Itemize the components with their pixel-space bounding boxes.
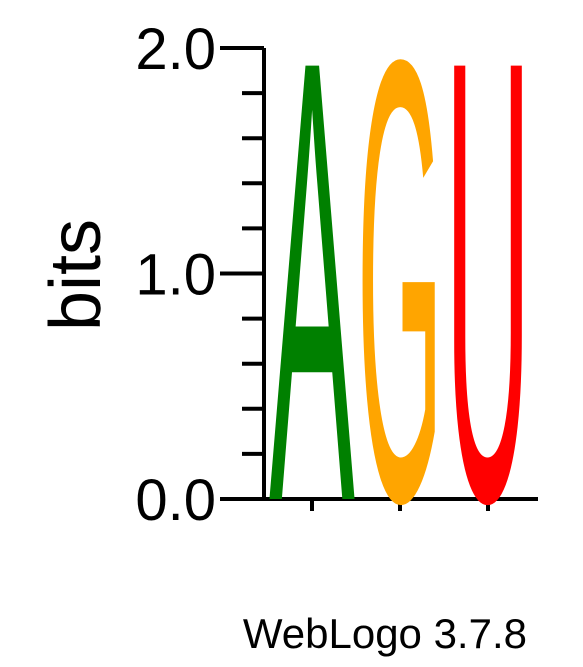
y-tick-label: 1.0	[135, 243, 216, 308]
y-tick-label: 2.0	[135, 17, 216, 82]
axes: 2.0 1.0 0.0	[135, 17, 538, 533]
weblogo-version-footer: WebLogo 3.7.8	[243, 610, 527, 657]
y-tick-label: 0.0	[135, 468, 216, 533]
x-ticks	[310, 499, 490, 511]
y-axis-title: bits	[36, 219, 116, 331]
y-tick-labels: 2.0 1.0 0.0	[135, 17, 216, 533]
logo-letter-g: G	[357, 0, 443, 633]
logo-letter-a: A	[269, 0, 355, 633]
y-ticks	[220, 46, 264, 501]
logo-letter-u: U	[445, 0, 531, 634]
